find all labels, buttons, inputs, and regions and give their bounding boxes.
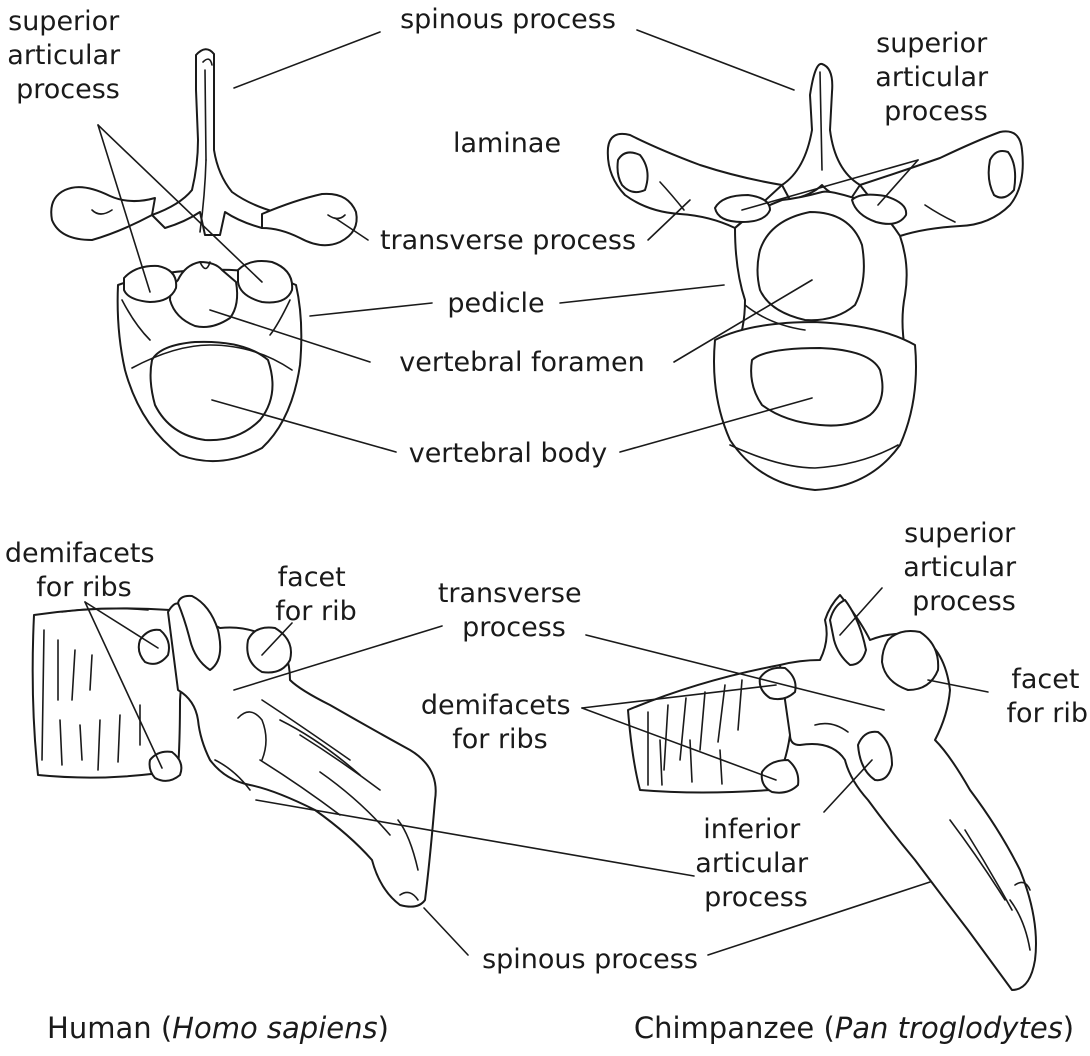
- label-laminae: laminae: [453, 128, 561, 159]
- human-side-demifacet-lower: [150, 752, 182, 781]
- leader-lines: [85, 30, 988, 955]
- label-pedicle: pedicle: [447, 288, 544, 319]
- human-side-facet-for-rib-shape: [247, 628, 291, 673]
- caption-human: Human (Homo sapiens): [47, 1011, 389, 1045]
- label-vertebral-body: vertebral body: [409, 438, 608, 469]
- label-transverse-process-side: transverse process: [438, 578, 590, 643]
- chimp-top-left-superior-facet: [715, 195, 770, 222]
- chimp-top-right-tp-tip: [989, 151, 1015, 198]
- label-top-spinous-process: spinous process: [400, 4, 616, 35]
- caption-chimp: Chimpanzee (Pan troglodytes): [634, 1011, 1074, 1045]
- human-vertebra-superior-view: [51, 49, 356, 461]
- human-side-demifacet-upper: [139, 630, 169, 664]
- label-human-top-superior-articular-process: superior articular process: [7, 6, 128, 105]
- label-inferior-articular-process: inferior articular process: [695, 814, 816, 913]
- chimp-vertebra-superior-view: [608, 64, 1023, 490]
- label-chimp-side-facet-for-rib: facet for rib: [1007, 664, 1088, 729]
- label-human-side-facet-for-rib: facet for rib: [275, 562, 356, 627]
- human-top-left-superior-facet: [124, 266, 176, 302]
- label-chimp-side-superior-articular-process: superior articular process: [903, 518, 1024, 617]
- human-top-spinous-process-shape: [152, 49, 275, 235]
- label-vertebral-foramen: vertebral foramen: [399, 347, 644, 378]
- label-human-side-demifacets: demifacets for ribs: [5, 538, 163, 603]
- label-transverse-process-top: transverse process: [380, 225, 636, 256]
- chimp-vertebra-lateral-view: [628, 595, 1036, 990]
- label-chimp-side-demifacets: demifacets for ribs: [421, 690, 579, 755]
- human-top-right-transverse-process-shape: [262, 194, 357, 245]
- chimp-top-vertebral-foramen-shape: [758, 212, 864, 320]
- label-bottom-spinous-process: spinous process: [482, 944, 698, 975]
- human-vertebra-lateral-view: [33, 596, 436, 907]
- chimp-top-left-tp-tip: [618, 152, 648, 192]
- label-chimp-top-superior-articular-process: superior articular process: [875, 28, 996, 127]
